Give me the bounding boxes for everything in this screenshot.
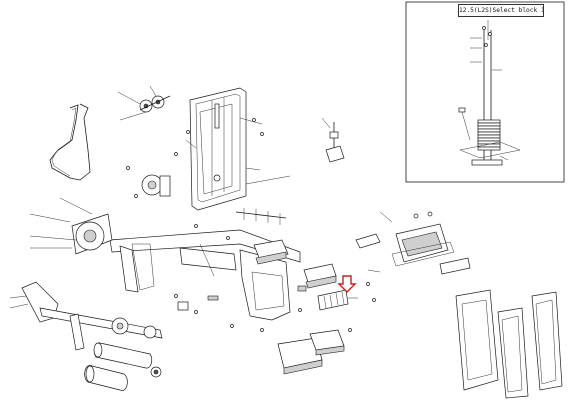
rail-bolts	[235, 208, 287, 225]
foam-rollers	[84, 342, 162, 391]
top-pulley-assembly	[139, 85, 171, 113]
leader-lines	[117, 91, 393, 299]
base-frame	[109, 229, 301, 321]
seat-pads	[253, 239, 345, 375]
weight-stack-inset	[405, 1, 565, 183]
red-down-arrow-icon	[337, 275, 357, 293]
fasteners	[126, 118, 376, 332]
side-pulley-bracket	[141, 174, 171, 197]
left-arm-assembly	[29, 197, 113, 255]
cable-loop	[49, 103, 91, 181]
main-upright-frame	[189, 87, 247, 211]
inset-title: 12.5(L2S)Select block 10PCS	[458, 4, 544, 17]
leg-lever	[9, 281, 163, 351]
pin-assembly	[321, 117, 345, 163]
console-shroud	[355, 211, 471, 275]
spring-bracket	[297, 285, 349, 311]
select-block-stack	[477, 119, 501, 151]
side-shrouds	[455, 289, 563, 399]
